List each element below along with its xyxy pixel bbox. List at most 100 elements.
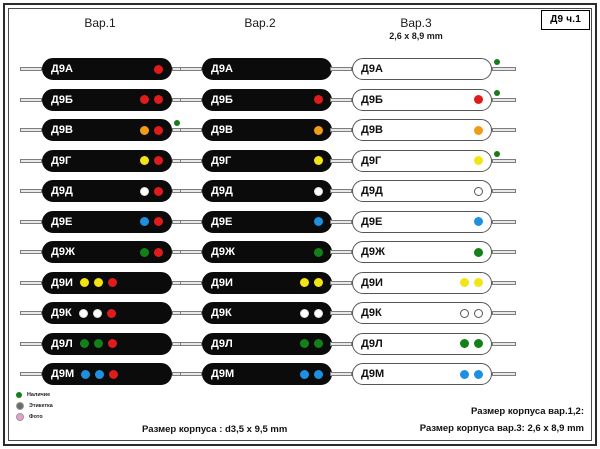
device-label: Д9М xyxy=(361,368,385,380)
device-label: Д9К xyxy=(211,307,232,319)
marking-dot-red xyxy=(154,95,163,104)
marking-dot-group xyxy=(233,278,331,287)
device-var1-Д9Ж[interactable]: Д9Ж xyxy=(20,241,196,263)
marking-dot-group xyxy=(233,125,331,135)
marking-dot-group xyxy=(383,278,491,287)
marking-dot-yellow xyxy=(474,156,483,165)
lead-wire-right xyxy=(492,311,516,315)
marking-dot-green xyxy=(300,339,309,348)
device-label: Д9К xyxy=(51,307,72,319)
lead-wire-left xyxy=(330,67,352,71)
device-body: Д9Л xyxy=(202,332,332,355)
lead-wire-left xyxy=(330,219,352,224)
device-var1-Д9Б[interactable]: Д9Б xyxy=(20,88,196,111)
marking-dot-green xyxy=(460,339,469,348)
marking-dot-yellow xyxy=(460,278,469,287)
marking-dot-green xyxy=(79,339,89,348)
marking-dot-red xyxy=(107,339,117,348)
device-var1-Д9Г[interactable]: Д9Г xyxy=(20,149,196,172)
device-var1-Д9А[interactable]: Д9А xyxy=(20,58,196,80)
device-body: Д9Г xyxy=(202,149,332,172)
device-body: Д9Г xyxy=(352,149,492,172)
device-var1-Д9М[interactable]: Д9М xyxy=(20,363,196,385)
lead-wire-left xyxy=(180,372,202,376)
marking-dot-group xyxy=(232,308,331,318)
device-var1-Д9В[interactable]: Д9В xyxy=(20,119,196,141)
lead-wire-left xyxy=(180,128,202,132)
lead-wire-right xyxy=(492,372,516,376)
marking-dot-green xyxy=(474,247,483,257)
device-body: Д9Д xyxy=(202,180,332,202)
device-var1-Д9К[interactable]: Д9К xyxy=(20,302,196,324)
availability-marker xyxy=(494,59,500,65)
device-body: Д9Л xyxy=(352,332,492,355)
device-var3-Д9Е[interactable]: Д9Е xyxy=(330,210,516,233)
lead-wire-right xyxy=(492,250,516,254)
device-label: Д9Е xyxy=(361,215,383,228)
marking-dot-red xyxy=(106,308,116,318)
device-label: Д9Ж xyxy=(361,246,385,258)
lead-wire-left xyxy=(20,341,42,346)
device-label: Д9Е xyxy=(51,215,73,228)
device-var3-Д9Д[interactable]: Д9Д xyxy=(330,180,516,202)
device-var3-Д9Ж[interactable]: Д9Ж xyxy=(330,241,516,263)
device-body: Д9Б xyxy=(352,88,492,111)
device-var1-Д9Д[interactable]: Д9Д xyxy=(20,180,196,202)
device-var1-Д9Е[interactable]: Д9Е xyxy=(20,210,196,233)
device-body: Д9Ж xyxy=(352,241,492,263)
marking-dot-yellow xyxy=(140,156,149,165)
device-var3-Д9К[interactable]: Д9К xyxy=(330,302,516,324)
availability-marker xyxy=(494,89,500,96)
marking-dot-red xyxy=(140,95,149,104)
device-body: Д9К xyxy=(202,302,332,324)
availability-marker xyxy=(174,120,180,126)
device-var3-Д9В[interactable]: Д9В xyxy=(330,119,516,141)
column-header-title: Вар.2 xyxy=(244,16,276,30)
marking-dot-group xyxy=(73,64,171,74)
device-var3-Д9Л[interactable]: Д9Л xyxy=(330,332,516,355)
lead-wire-right xyxy=(492,280,516,285)
lead-wire-left xyxy=(20,311,42,315)
device-body: Д9М xyxy=(42,363,172,385)
footer-right-note-2: Размер корпуса вар.3: 2,6 x 8,9 mm xyxy=(419,423,584,434)
lead-wire-left xyxy=(330,97,352,102)
marking-dot-white xyxy=(300,308,309,318)
device-label: Д9Л xyxy=(361,337,383,350)
marking-dot-red xyxy=(107,278,117,287)
marking-dot-blue xyxy=(140,217,149,226)
device-body: Д9А xyxy=(202,58,332,80)
marking-dot-white xyxy=(314,308,323,318)
lead-wire-left xyxy=(20,372,42,376)
device-body: Д9Е xyxy=(42,210,172,233)
device-label: Д9М xyxy=(211,368,235,380)
device-var2-Д9И[interactable]: Д9И xyxy=(180,271,356,294)
column-header-title: Вар.3 xyxy=(400,16,432,30)
device-body: Д9К xyxy=(42,302,172,324)
device-var3-Д9И[interactable]: Д9И xyxy=(330,271,516,294)
marking-dot-white xyxy=(92,308,102,318)
device-body: Д9Л xyxy=(42,332,172,355)
legend-item: Фото xyxy=(16,412,53,421)
device-var2-Д9В[interactable]: Д9В xyxy=(180,119,356,141)
availability-marker xyxy=(494,150,500,157)
device-label: Д9Б xyxy=(211,93,233,106)
marking-dot-red xyxy=(154,247,163,257)
device-var3-Д9Г[interactable]: Д9Г xyxy=(330,149,516,172)
device-var1-Д9Л[interactable]: Д9Л xyxy=(20,332,196,355)
lead-wire-left xyxy=(330,128,352,132)
lead-wire-left xyxy=(180,97,202,102)
marking-dot-group xyxy=(72,217,171,226)
device-var3-Д9А[interactable]: Д9А xyxy=(330,58,516,80)
device-var3-Д9М[interactable]: Д9М xyxy=(330,363,516,385)
marking-dot-blue xyxy=(81,369,91,379)
marking-dot-orange xyxy=(314,125,323,135)
device-var3-Д9Б[interactable]: Д9Б xyxy=(330,88,516,111)
lead-wire-left xyxy=(180,280,202,285)
device-var2-Д9Г[interactable]: Д9Г xyxy=(180,149,356,172)
column-header-title: Вар.1 xyxy=(84,16,116,30)
device-var2-Д9М[interactable]: Д9М xyxy=(180,363,356,385)
column-header-var2: Вар.2 xyxy=(180,16,340,30)
device-var1-Д9И[interactable]: Д9И xyxy=(20,271,196,294)
marking-dot-orange xyxy=(474,125,483,135)
marking-dot-group xyxy=(75,247,171,257)
